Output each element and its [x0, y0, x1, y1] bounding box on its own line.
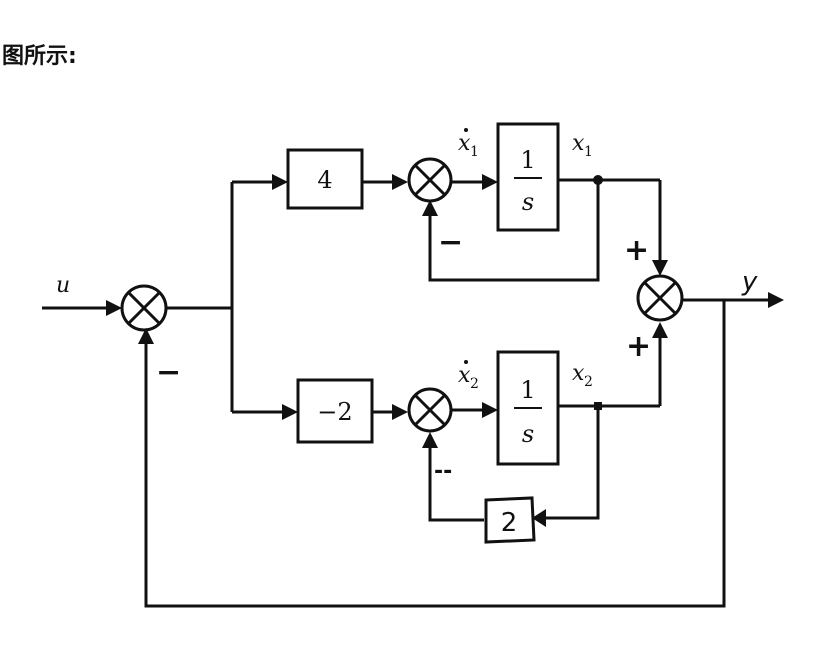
svg-text:1: 1 [470, 144, 479, 160]
main-feedback-sign: − [156, 355, 181, 390]
integrator-block-upper: 1 s [496, 122, 560, 232]
svg-text:1: 1 [584, 144, 593, 160]
integrator-upper-den: s [522, 188, 534, 216]
gain-block-lower: −2 [296, 378, 374, 444]
input-label: u [56, 273, 70, 298]
lower-feedback-sign: -- [434, 459, 452, 484]
input-arrow [106, 300, 122, 316]
upper-branch-arrow [272, 174, 288, 190]
lower-branch-arrow [282, 404, 298, 420]
upper-feedback-arrow [422, 200, 438, 216]
lower-feedback-wire [428, 444, 484, 522]
summing-junction-output [636, 274, 684, 322]
x1-label: x 1 [572, 131, 593, 160]
output-label: y [741, 267, 758, 297]
gain4-out-arrow [392, 174, 408, 190]
main-feedback-wire [144, 300, 726, 608]
summing-junction-upper [407, 157, 453, 203]
output-upper-sign: + [624, 233, 649, 268]
summing-junction-input [120, 284, 168, 332]
integrator-upper-num: 1 [520, 146, 535, 174]
upper-feedback-wire [428, 180, 600, 282]
lower-feedback-down-wire [544, 406, 600, 520]
x1dot-arrow [482, 174, 498, 190]
svg-text:x: x [458, 363, 471, 388]
svg-text:x: x [572, 361, 585, 386]
gain-2-out-arrow [392, 404, 408, 420]
gain-lower-label: −2 [317, 398, 352, 426]
x1dot-label: x 1 [458, 128, 479, 160]
x2dot-arrow [482, 402, 498, 418]
svg-text:2: 2 [470, 376, 479, 392]
x1-sum-arrow [652, 260, 668, 276]
lower-feedback-arrow [532, 509, 546, 527]
heading-text: 图所示: [2, 44, 77, 69]
summing-junction-lower [407, 387, 453, 433]
x2-sum-arrow [652, 322, 668, 338]
integrator-lower-den: s [522, 420, 534, 448]
svg-text:x: x [572, 131, 585, 156]
output-arrow [768, 292, 784, 308]
svg-text:x: x [458, 131, 471, 156]
x2-label: x 2 [572, 361, 593, 390]
upper-feedback-sign: − [438, 225, 463, 260]
lower-feedback-up-arrow [422, 432, 438, 448]
output-lower-sign: + [626, 329, 651, 364]
integrator-block-lower: 1 s [496, 350, 560, 466]
main-feedback-arrow [138, 328, 154, 344]
gain-block-upper: 4 [286, 148, 364, 210]
feedback-gain-block: 2 [484, 496, 536, 544]
svg-text:2: 2 [584, 374, 593, 390]
feedback-gain-label: 2 [501, 508, 518, 538]
gain-upper-label: 4 [317, 166, 332, 194]
integrator-lower-num: 1 [520, 376, 535, 404]
x2dot-label: x 2 [458, 360, 479, 392]
